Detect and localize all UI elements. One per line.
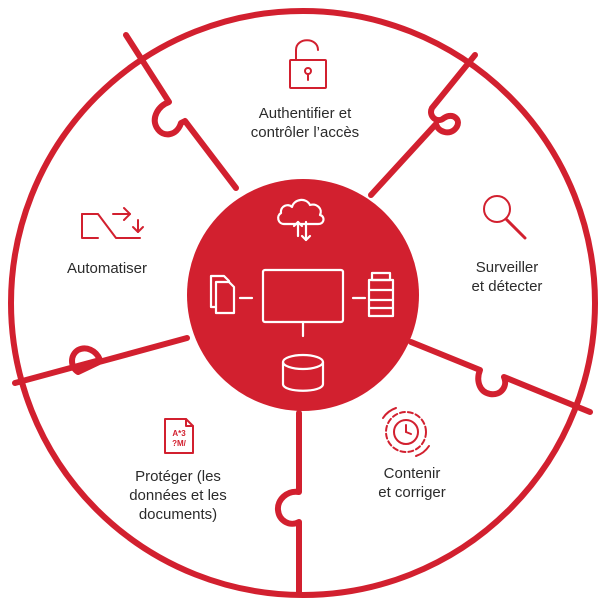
divider-right xyxy=(408,339,593,415)
label-contenir-line1: Contenir xyxy=(383,465,441,482)
cipher-text-bottom: ?M/ xyxy=(172,439,187,448)
label-surveiller-line2: et détecter xyxy=(471,278,543,295)
label-contenir-line2: et corriger xyxy=(378,484,446,501)
padlock-icon xyxy=(289,39,327,89)
label-automatiser: Automatiser xyxy=(52,259,162,278)
label-authentifier: Authentifier et contrôler l’accès xyxy=(230,104,380,142)
divider-bottom xyxy=(274,410,302,596)
encrypted-document-icon xyxy=(164,418,194,454)
divider-top-right xyxy=(368,52,478,198)
divider-left xyxy=(12,335,190,386)
label-proteger-line2: données et les xyxy=(129,487,227,504)
label-contenir: Contenir et corriger xyxy=(362,464,462,502)
database-icon xyxy=(281,353,325,392)
label-proteger-line1: Protéger (les xyxy=(135,468,221,485)
magnifier-icon xyxy=(483,195,527,240)
label-proteger: Protéger (les données et les documents) xyxy=(116,467,240,524)
printer-icon xyxy=(367,271,395,318)
label-surveiller: Surveiller et détecter xyxy=(452,258,562,296)
documents-icon xyxy=(209,274,254,315)
computer-monitor-icon xyxy=(261,268,367,338)
label-surveiller-line1: Surveiller xyxy=(475,259,539,276)
label-authentifier-line1: Authentifier et xyxy=(258,105,352,122)
cipher-text-top: A*3 xyxy=(172,429,186,438)
cloud-sync-icon xyxy=(277,198,325,242)
divider-top-left xyxy=(123,32,239,191)
gear-clock-icon xyxy=(382,407,430,457)
automation-arrows-icon xyxy=(81,207,144,239)
center-hub xyxy=(187,179,419,411)
label-authentifier-line2: contrôler l’accès xyxy=(250,124,360,141)
label-automatiser-line1: Automatiser xyxy=(66,260,148,277)
label-proteger-line3: documents) xyxy=(138,506,218,523)
